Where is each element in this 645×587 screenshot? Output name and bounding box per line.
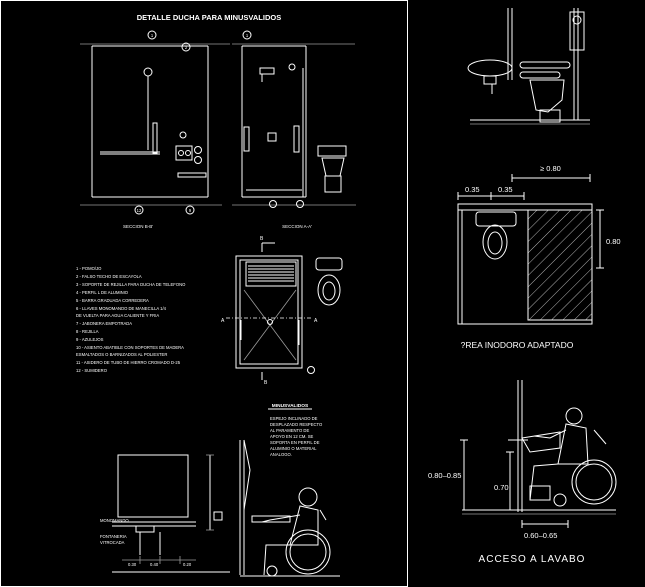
svg-text:0.20: 0.20 <box>183 562 192 567</box>
legend-item-10: 10 - ASIENTO ABATIBLE CON SOPORTES DE MA… <box>76 345 184 350</box>
basin-access-label: ACCESO A LAVABO <box>479 554 586 565</box>
legend-item-9: 9 - AZULEJOS <box>76 337 104 342</box>
callout-1: 1 <box>151 33 154 38</box>
dim-b: 0.35 <box>498 185 513 194</box>
wc-area-plan: ≥ 0.80 0.35 0.35 0.80 <box>457 164 621 325</box>
dim-knee: 0.70 <box>494 483 509 492</box>
sink-label-font: FONTANERIA <box>100 534 127 539</box>
svg-text:DESPLAZADO RESPECTO: DESPLAZADO RESPECTO <box>270 422 323 427</box>
sink-label-mono: MONOMANDO <box>100 518 129 523</box>
legend-item-10b: ESMALTADOS O BARNIZADOS AL POLIESTER <box>76 352 167 357</box>
legend-item-2: 2 - FALSO TECHO DE ESCAYOLA <box>76 274 142 279</box>
legend: 1 - POMO/JO 2 - FALSO TECHO DE ESCAYOLA … <box>76 266 186 373</box>
svg-text:ALUMINIO O MATERIAL: ALUMINIO O MATERIAL <box>270 446 317 451</box>
legend-item-1: 1 - POMO/JO <box>76 266 102 271</box>
svg-text:AL PARAMENTO DE: AL PARAMENTO DE <box>270 428 309 433</box>
section-a-elevation: 1 <box>232 30 356 208</box>
section-marker-a-left: A <box>221 318 225 324</box>
note-title: MINUSVALIDOS <box>272 403 309 409</box>
dim-depth: 0.60–0.65 <box>524 531 557 540</box>
svg-text:ANALOGO.: ANALOGO. <box>270 452 292 457</box>
svg-text:APOYO EN 12 CM. SE: APOYO EN 12 CM. SE <box>270 434 313 439</box>
legend-item-8: 8 - REJILLA <box>76 329 99 334</box>
sink-label-vitro: VITROCADA <box>100 540 125 545</box>
sink-elevation: MONOMANDO FONTANERIA VITROCADA 0.30 0.40… <box>100 454 230 573</box>
wc-grabbar-elevation <box>467 8 590 125</box>
drawing-title: DETALLE DUCHA PARA MINUSVALIDOS <box>137 13 281 22</box>
svg-text:12: 12 <box>137 208 142 213</box>
dim-a: 0.35 <box>465 185 480 194</box>
shower-plan: B A A B <box>221 236 343 386</box>
svg-text:0.40: 0.40 <box>150 562 159 567</box>
wheelchair-mirror-figure <box>239 439 340 577</box>
svg-text:ESPEJO INCLINADO DE: ESPEJO INCLINADO DE <box>270 416 318 421</box>
legend-item-11: 11 - ASIDERO DE TUBO DE HIERRO CROMADO D… <box>76 360 181 365</box>
svg-text:1: 1 <box>246 33 249 38</box>
legend-item-5: 5 - BARRA GRADUADA CORREDERA <box>76 298 149 303</box>
section-marker-b-bottom: B <box>264 380 268 386</box>
dim-side: 0.80 <box>606 237 621 246</box>
section-b-elevation: 1 2 12 9 <box>80 30 230 215</box>
legend-item-6b: DE VUELTA PARA AGUA CALIENTE Y FRIA <box>76 313 159 318</box>
section-a-label: SECCION A-A' <box>282 224 312 229</box>
section-b-label: SECCION B-B' <box>123 224 153 229</box>
section-marker-b-top: B <box>260 236 264 242</box>
svg-text:9: 9 <box>189 208 192 213</box>
left-sheet-frame <box>0 0 408 587</box>
svg-text:SOPORTA EN PERFIL DE: SOPORTA EN PERFIL DE <box>270 440 320 445</box>
legend-item-12: 12 - SUMIDERO <box>76 368 108 373</box>
legend-item-4: 4 - PERFIL L DE ALUMINIO <box>76 290 129 295</box>
wc-area-label: ?REA INODORO ADAPTADO <box>461 340 574 350</box>
svg-text:0.30: 0.30 <box>128 562 137 567</box>
dim-top: ≥ 0.80 <box>540 164 561 173</box>
section-marker-a-right: A <box>314 318 318 324</box>
legend-item-7: 7 - JABONERA EMPOTRADA <box>76 321 132 326</box>
basin-access-figure: 0.80–0.85 0.70 0.60–0.65 <box>428 380 617 540</box>
note-block: MINUSVALIDOS ESPEJO INCLINADO DE DESPLAZ… <box>268 403 323 457</box>
dim-height: 0.80–0.85 <box>428 471 461 480</box>
legend-item-6: 6 - LLAVES MONOMANDO DE MANECILLA 1/4 <box>76 306 167 311</box>
svg-text:2: 2 <box>185 45 188 50</box>
legend-item-3: 3 - SOPORTE DE REJILLA PARA DUCHA DE TEL… <box>76 282 186 287</box>
